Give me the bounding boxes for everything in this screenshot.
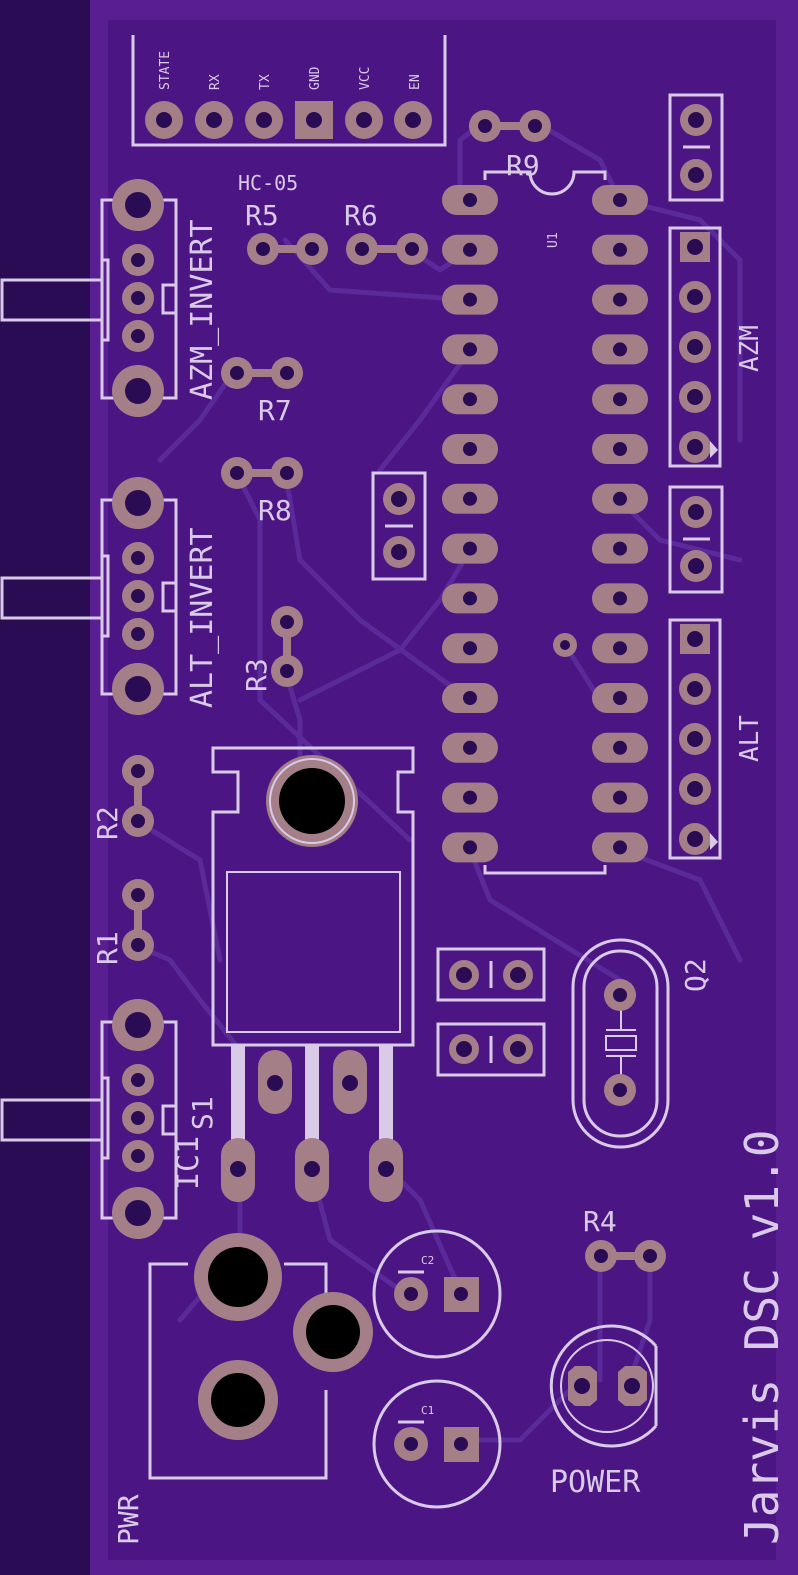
- u1-pin-drill: [613, 691, 627, 705]
- azm-label: AZM: [735, 325, 765, 372]
- u1-pin-drill: [463, 442, 477, 456]
- azm-invert-label: AZM_INVERT: [185, 219, 220, 400]
- c1-label: C1: [421, 1404, 434, 1417]
- resistor-r4: R4: [583, 1205, 666, 1272]
- hc05-label: HC-05: [238, 171, 298, 195]
- hc05-header: STATE RX TX GND VCC EN HC-05: [131, 35, 447, 195]
- resistor-r7: R7: [221, 357, 303, 427]
- azm-invert-connector: AZM_INVERT: [100, 179, 220, 417]
- u1-pin-drill: [463, 840, 477, 855]
- u1-pin-drill: [613, 740, 627, 755]
- u1-pin-drill: [613, 541, 627, 556]
- u1-pin-drill: [613, 491, 627, 506]
- s1-label: S1: [186, 1096, 219, 1130]
- u1-pin-drill: [463, 740, 477, 755]
- resistor-r5: R5: [245, 199, 328, 265]
- u1-pin-drill: [463, 591, 477, 606]
- board-title: Jarvis DSC v1.0: [735, 1130, 789, 1545]
- r1-label: R1: [91, 931, 124, 965]
- u1-pin-drill: [463, 392, 477, 407]
- u1-pin-drill: [463, 242, 477, 257]
- u1-pin-drill: [463, 691, 477, 705]
- u1-pin-drill: [463, 641, 477, 656]
- u1-pin-drill: [463, 790, 477, 805]
- u1-pins-left: [442, 185, 498, 863]
- r9-label: R9: [506, 149, 540, 182]
- r6-label: R6: [344, 199, 378, 232]
- u1-pin-drill: [463, 342, 477, 357]
- hc05-pin-label-rx: RX: [208, 74, 223, 90]
- r3-label: R3: [240, 658, 273, 692]
- switch-s1-connector: S1: [100, 999, 219, 1239]
- alt-header: ALT: [668, 618, 765, 860]
- u1-pin-drill: [613, 292, 627, 307]
- u1-pin-drill: [463, 292, 477, 307]
- resistor-r9: R9: [469, 110, 551, 182]
- u1-pin-drill: [613, 342, 627, 357]
- u1-pin-drill: [613, 840, 627, 855]
- r2-label: R2: [91, 806, 124, 840]
- r4-label: R4: [583, 1205, 617, 1238]
- pwr-label: PWR: [112, 1494, 145, 1545]
- capacitor-c1: C1: [372, 1379, 502, 1509]
- u1-pin-drill: [613, 641, 627, 656]
- u1-pin-drill: [613, 392, 627, 407]
- u1-pin-drill: [463, 491, 477, 506]
- u1-pin-drill: [613, 442, 627, 456]
- hc05-pin-label-state: STATE: [158, 51, 173, 90]
- ic-u1-dip: U1: [442, 170, 648, 875]
- r7-label: R7: [258, 394, 292, 427]
- u1-pin-drill: [613, 591, 627, 606]
- u1-pin-drill: [463, 541, 477, 556]
- u1-label: U1: [546, 232, 561, 248]
- power-jack-pwr: PWR: [112, 1233, 373, 1545]
- resistor-r2: R2: [91, 755, 154, 840]
- alt-invert-connector: ALT_INVERT: [100, 477, 220, 715]
- crystal-q2: Q2: [571, 938, 712, 1149]
- jumper-pair-top: [436, 947, 546, 1002]
- azm-header: AZM: [668, 226, 765, 468]
- u1-pin-drill: [463, 193, 477, 207]
- hc05-pin-label-tx: TX: [258, 74, 273, 90]
- led-power: POWER: [549, 1324, 658, 1500]
- alt-label: ALT: [735, 715, 765, 762]
- r8-label: R8: [258, 494, 292, 527]
- resistor-r3: R3: [240, 606, 303, 692]
- jumper-mid-right: [668, 485, 724, 594]
- r5-label: R5: [245, 199, 279, 232]
- hc05-pin-label-vcc: VCC: [358, 67, 373, 90]
- u1-pins-right: [592, 185, 648, 863]
- hc05-pin-label-en: EN: [408, 74, 423, 90]
- u1-pin-drill: [613, 242, 627, 257]
- q2-label: Q2: [679, 958, 712, 992]
- jumper-pair-bottom: [436, 1022, 546, 1077]
- power-label: POWER: [550, 1465, 641, 1500]
- resistor-r1: R1: [91, 879, 154, 965]
- jumper-center: [371, 471, 427, 581]
- c2-label: C2: [421, 1254, 434, 1267]
- jumper-top-right: [668, 93, 724, 202]
- capacitor-c2: C2: [372, 1229, 502, 1359]
- hc05-pin-label-gnd: GND: [308, 66, 323, 90]
- resistor-r6: R6: [344, 199, 428, 265]
- alt-invert-label: ALT_INVERT: [185, 527, 220, 708]
- u1-pin-drill: [613, 790, 627, 805]
- resistor-r8: R8: [221, 457, 303, 527]
- u1-pin-drill: [613, 193, 627, 207]
